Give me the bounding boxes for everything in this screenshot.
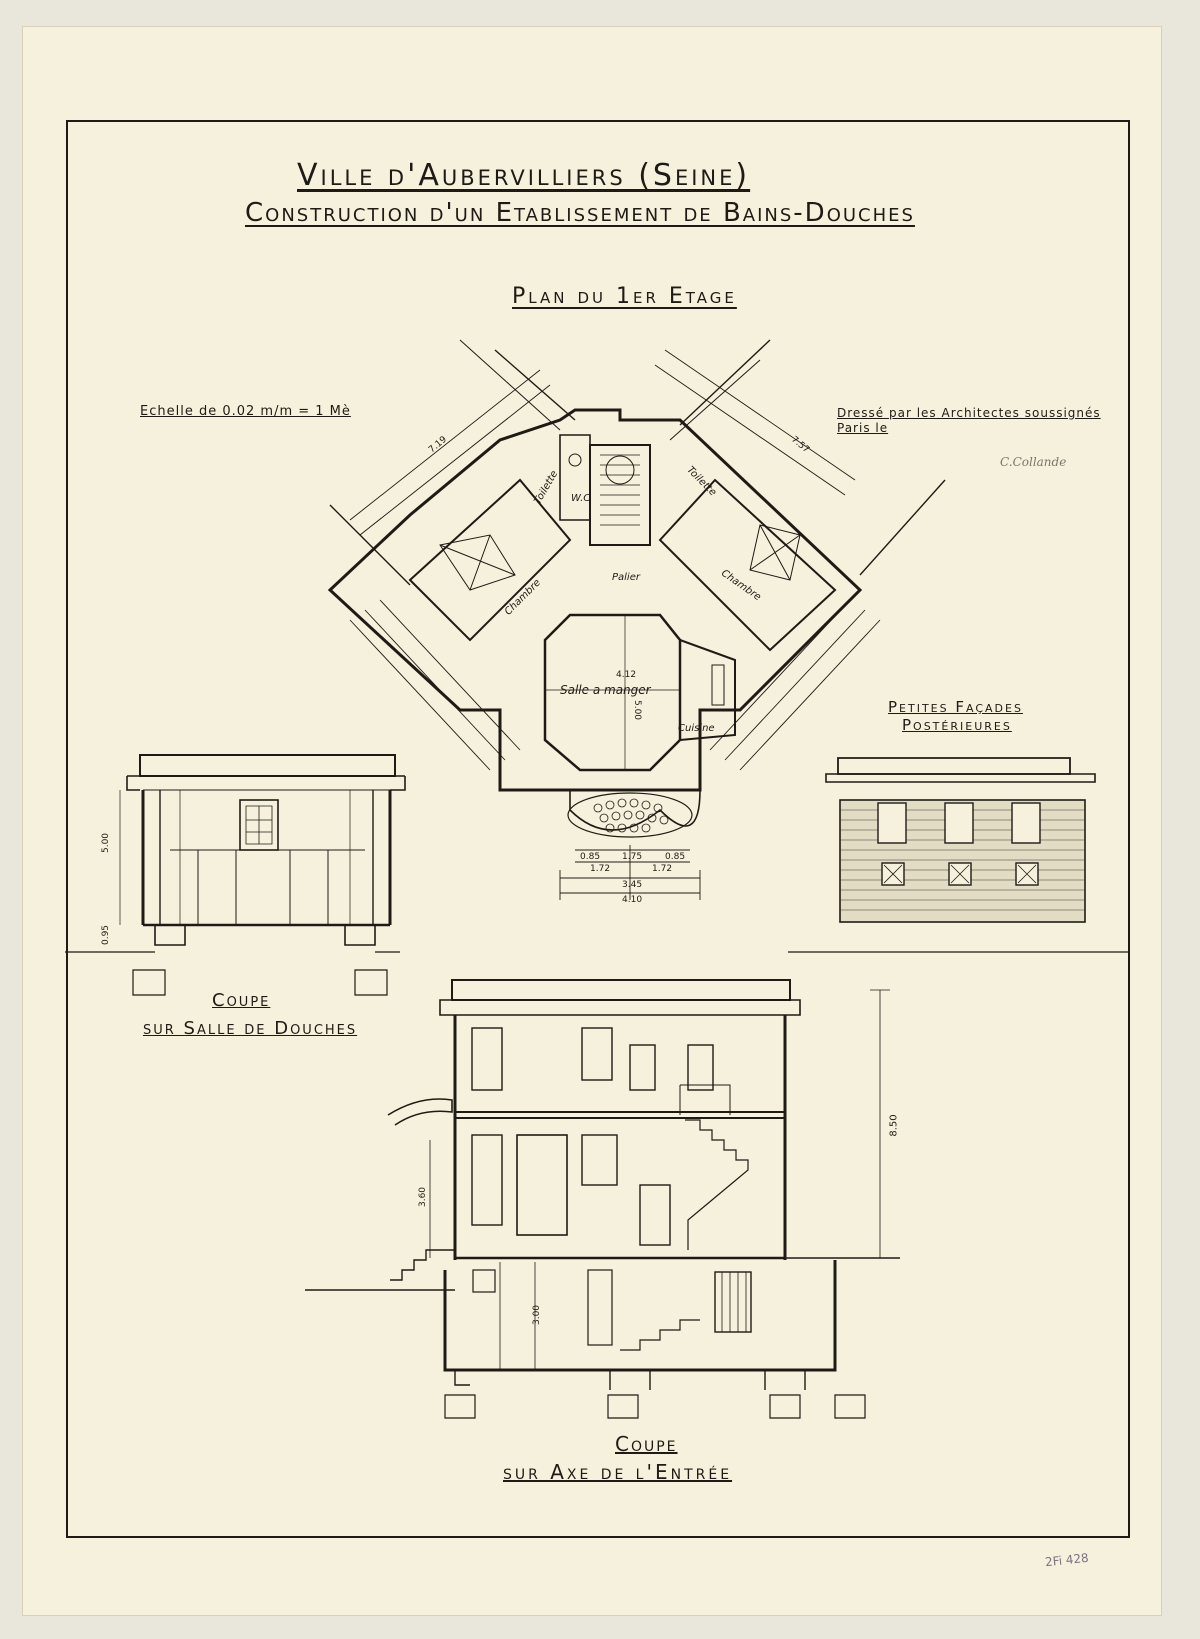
architects-line-1: Dressé par les Architectes soussignés	[837, 406, 1101, 420]
plan-entrance-terrace	[569, 789, 701, 831]
entree-main-window-2	[581, 1134, 618, 1186]
dim-plan-bottom-4: 1.72	[590, 864, 611, 874]
entree-basement-door	[587, 1269, 613, 1346]
plan-wc-bowl	[568, 453, 582, 467]
entree-upper-window	[471, 1027, 503, 1091]
dim-section2-floor1: 3.60	[418, 1186, 429, 1208]
facade-lattice-vents	[883, 864, 1037, 884]
section-entree	[305, 979, 900, 1419]
section-entree-title-2: sur Axe de l'Entrée	[503, 1460, 733, 1484]
plan-cuisine	[679, 639, 736, 741]
section-douches-title-2: sur Salle de Douches	[143, 1018, 358, 1039]
dim-plan-bottom-6: 3.45	[622, 880, 643, 890]
douches-inner-walls	[159, 790, 374, 925]
entree-main-door	[639, 1184, 671, 1246]
dim-plan-bottom-2: 1.75	[622, 852, 643, 862]
plan-paving-stones	[593, 798, 669, 833]
entree-upper-door-1	[581, 1027, 613, 1081]
entree-roof-slab	[451, 979, 791, 1001]
plan-stair-steps	[600, 454, 640, 526]
douches-roof-slab	[139, 754, 396, 777]
title-line-2: Construction d'un Etablissement de Bains…	[245, 198, 915, 228]
dim-plan-bottom-3: 0.85	[665, 852, 686, 862]
entree-stair-flight	[685, 1119, 749, 1250]
douches-footings	[154, 925, 376, 946]
douches-foundations	[132, 969, 388, 996]
section-douches	[65, 754, 406, 996]
architect-signature: C.Collande	[1000, 455, 1067, 469]
entree-first-floor-slab	[455, 1111, 785, 1119]
plan-cuisine-range	[711, 664, 725, 706]
entree-outer-walls	[453, 1015, 787, 1260]
plan-title: Plan du 1er Etage	[512, 284, 737, 309]
room-label-wc: W.C	[571, 493, 591, 504]
entree-stair-rail	[679, 1084, 731, 1115]
dim-plan-bottom-7: 4.10	[622, 895, 643, 905]
entree-main-window	[471, 1134, 503, 1226]
entree-grille-bars	[721, 1272, 747, 1332]
plan-top-dim-lines	[349, 349, 856, 536]
entree-basement-window	[472, 1269, 496, 1293]
facade-elevation	[788, 757, 1130, 953]
plan-bottom-dim-lines	[560, 849, 700, 894]
dim-section1-height: 5.00	[101, 832, 112, 854]
section-douches-title-1: Coupe	[212, 990, 271, 1011]
entree-canopy	[387, 1098, 453, 1126]
plan-salle-axes	[545, 615, 680, 770]
entree-foundations	[444, 1394, 866, 1419]
douches-outer-walls	[141, 790, 392, 925]
title-line-1: Ville d'Aubervilliers (Seine)	[297, 158, 751, 193]
douches-window-panes	[245, 805, 273, 845]
facade-title-line-2: Postérieures	[902, 716, 1012, 734]
drawing-frame	[66, 120, 1130, 1538]
entree-dim-ticks	[870, 989, 890, 1259]
douches-dim-lines	[119, 790, 351, 925]
entree-basement-piers	[454, 1370, 806, 1390]
entree-steps	[390, 1249, 455, 1281]
plan-side-dim-lines	[349, 599, 881, 771]
dim-plan-salle-width: 4.12	[616, 670, 637, 680]
entree-cornice	[439, 999, 801, 1016]
plan-outer-walls	[327, 408, 863, 792]
entree-upper-door-3	[687, 1044, 714, 1091]
dim-section1-base: 0.95	[101, 924, 112, 946]
entree-dim-lines	[429, 990, 881, 1370]
plan-stair-spiral	[605, 455, 635, 485]
entree-basement-grille	[714, 1271, 752, 1333]
dim-section2-height: 8.50	[888, 1114, 900, 1137]
entree-upper-door-2	[629, 1044, 656, 1091]
entree-basement-steps	[620, 1319, 700, 1351]
entree-main-panel	[516, 1134, 568, 1236]
facade-title-line-1: Petites Façades	[888, 698, 1023, 716]
plan-axis-lines	[329, 339, 946, 586]
dim-plan-bottom-1: 0.85	[580, 852, 601, 862]
plan-entrance-paving	[567, 792, 693, 838]
douches-cornice	[126, 775, 406, 791]
plan-dim-ticks	[559, 845, 701, 900]
facade-cornice	[825, 773, 1096, 783]
douches-cubicles	[170, 849, 365, 925]
dim-plan-bottom-5: 1.72	[652, 864, 673, 874]
plan-chambre-left	[408, 478, 572, 642]
room-label-salle-a-manger: Salle a manger	[560, 683, 651, 697]
dim-plan-salle-depth: 5.00	[632, 699, 643, 721]
plan-bed-left	[439, 534, 516, 591]
plan-guide-lines	[459, 339, 761, 441]
entree-basement-walls	[443, 1260, 837, 1372]
floor-plan	[327, 339, 946, 900]
scale-note: Echelle de 0.02 m/m = 1 Mè	[140, 404, 351, 419]
section-entree-title-1: Coupe	[615, 1432, 678, 1456]
plan-wc	[559, 434, 591, 521]
room-label-cuisine: Cuisine	[678, 723, 715, 734]
entree-ground-line	[305, 1257, 900, 1291]
dim-section2-basement: 3.00	[532, 1304, 543, 1326]
plan-salle-a-manger	[543, 613, 682, 772]
facade-parapet	[837, 757, 1071, 775]
architects-line-2: Paris le	[837, 421, 889, 435]
plan-bed-right	[749, 524, 801, 581]
plan-chambre-right	[658, 478, 837, 652]
room-label-palier: Palier	[612, 572, 640, 583]
